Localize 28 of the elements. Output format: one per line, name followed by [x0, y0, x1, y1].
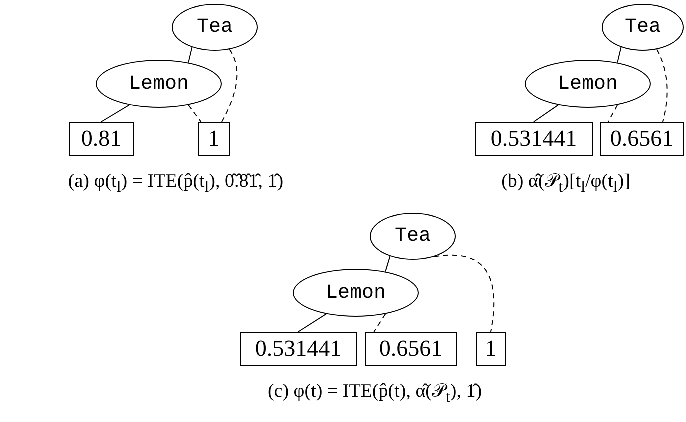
- dashed-edge: [374, 314, 386, 332]
- leaf-box: 0.81: [69, 122, 134, 156]
- tree-edge: [101, 104, 130, 122]
- subfigure-caption: (b) α̂(𝒫$_{t}$)[t$_{l}$/φ(t$_{l}$)]: [502, 171, 630, 197]
- leaf-box: 0.531441: [475, 122, 593, 156]
- tree-ellipse-node: Lemon: [525, 60, 651, 108]
- dashed-edge: [608, 104, 618, 122]
- tree-edge: [188, 46, 193, 64]
- tree-ellipse-node: Tea: [602, 4, 684, 51]
- subfigure-caption: (c) φ(t) = ITE(p̂(t), α̂(𝒫$_{t}$), 1̂): [268, 381, 482, 407]
- tree-ellipse-node: Lemon: [96, 60, 222, 108]
- dashed-edge: [222, 49, 238, 122]
- leaf-box: 0.6561: [600, 122, 684, 156]
- tree-edge: [385, 256, 391, 272]
- leaf-box: 0.531441: [240, 332, 357, 366]
- tree-ellipse-node: Tea: [370, 213, 456, 260]
- leaf-box: 0.6561: [365, 332, 457, 366]
- subfigure-caption: (a) φ(t$_{l}$) = ITE(p̂(t$_{l}$), 0̂.̂8̂1̂, 1̂): [68, 171, 284, 197]
- leaf-box: 1: [198, 122, 230, 156]
- tree-edge: [298, 314, 327, 332]
- tree-edge: [534, 104, 559, 122]
- tree-ellipse-node: Tea: [172, 4, 258, 51]
- dashed-edge: [188, 104, 202, 122]
- tree-ellipse-node: Lemon: [293, 269, 419, 317]
- leaf-box: 1: [476, 332, 506, 366]
- tree-edge: [617, 46, 622, 64]
- dashed-edge: [656, 49, 668, 122]
- dashed-edge: [434, 254, 495, 332]
